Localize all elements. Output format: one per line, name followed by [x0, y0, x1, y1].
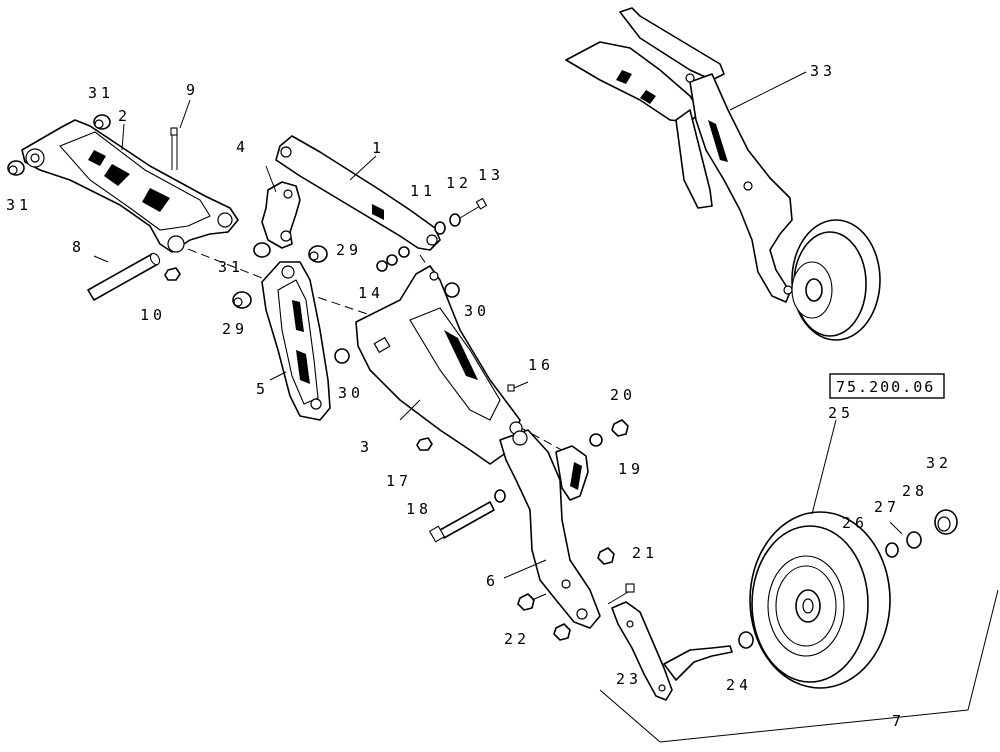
callout-6: 6	[486, 572, 499, 590]
part-16-bolt	[507, 381, 529, 392]
callout-17: 17	[386, 472, 412, 490]
part-8-pin	[87, 252, 161, 301]
callout-29-left: 29	[222, 320, 248, 338]
callout-31-center: 31	[218, 258, 244, 276]
callout-23: 23	[616, 670, 642, 688]
bushing-29-right	[308, 245, 328, 263]
callout-24: 24	[726, 676, 752, 694]
bushing-31-left	[7, 160, 25, 176]
part-25-wheel	[749, 511, 891, 689]
part-17-nut	[416, 437, 433, 451]
callout-25: 25	[828, 404, 854, 422]
part-28-castle-nut	[906, 531, 922, 549]
bushing-31-center	[253, 242, 271, 258]
callout-13: 13	[478, 166, 504, 184]
callout-30-left: 30	[338, 384, 364, 402]
callout-20: 20	[610, 386, 636, 404]
callout-21: 21	[632, 544, 658, 562]
callout-12: 12	[446, 174, 472, 192]
leader-lines	[93, 71, 837, 579]
callout-28: 28	[902, 482, 928, 500]
callout-8: 8	[72, 238, 85, 256]
callout-27: 27	[874, 498, 900, 516]
arm-mount-bolts	[517, 547, 615, 611]
callout-31-left: 31	[6, 196, 32, 214]
part-14-fasteners	[376, 246, 410, 272]
part-9-bolt	[170, 127, 178, 170]
callout-11: 11	[410, 182, 436, 200]
callout-30-right: 30	[464, 302, 490, 320]
part-1-link-bar	[275, 135, 441, 251]
callout-26: 26	[842, 514, 868, 532]
part-32-hub-cap	[934, 509, 958, 535]
part-20-nut	[611, 419, 629, 437]
bushing-31-top	[93, 114, 111, 130]
part-21-bolt	[607, 583, 635, 605]
part-24-bushing	[738, 631, 754, 649]
callout-14: 14	[358, 284, 384, 302]
assembly-7-bracket	[599, 589, 999, 743]
part-26-washer	[885, 542, 899, 558]
part-33-assembled-view	[565, 7, 881, 341]
callout-5: 5	[256, 380, 269, 398]
part-23-spindle-arm	[611, 601, 733, 701]
callout-31-top: 31	[88, 84, 114, 102]
callout-29-right: 29	[336, 241, 362, 259]
callout-1: 1	[372, 139, 385, 157]
part-18-washer	[494, 489, 506, 503]
part-22-nut	[553, 623, 571, 641]
bushing-30-right	[444, 282, 460, 298]
part-13-bolt	[459, 197, 488, 219]
bushing-29-left	[232, 291, 252, 309]
callout-19: 19	[618, 460, 644, 478]
callout-33: 33	[810, 62, 836, 80]
callout-labels: 1 2 3 4 5 6 7 8 9 10 11 12 13 14 16 17 1…	[6, 62, 952, 730]
part-4-bracket	[261, 181, 301, 249]
callout-22: 22	[504, 630, 530, 648]
bushing-30-left	[334, 348, 350, 364]
callout-10: 10	[140, 306, 166, 324]
callout-32: 32	[926, 454, 952, 472]
callout-7: 7	[892, 712, 905, 730]
callout-16: 16	[528, 356, 554, 374]
callout-18: 18	[406, 500, 432, 518]
part-6-lower-arm	[499, 429, 601, 629]
callout-3: 3	[360, 438, 373, 456]
part-18-bolt	[428, 501, 495, 543]
callout-9: 9	[186, 81, 199, 99]
part-11-washer	[434, 221, 446, 235]
reference-code: 75.200.06	[836, 378, 935, 396]
callout-2: 2	[118, 107, 131, 125]
reference-box: 75.200.06	[829, 373, 945, 399]
part-5-hanger-plate	[261, 261, 331, 421]
callout-4: 4	[236, 138, 249, 156]
part-19-washer	[589, 433, 603, 447]
part-12-nut	[449, 213, 461, 227]
part-10-nut	[164, 267, 181, 281]
part-27-cotter-pin	[889, 521, 903, 535]
part-2-upper-link-arm	[21, 119, 239, 253]
